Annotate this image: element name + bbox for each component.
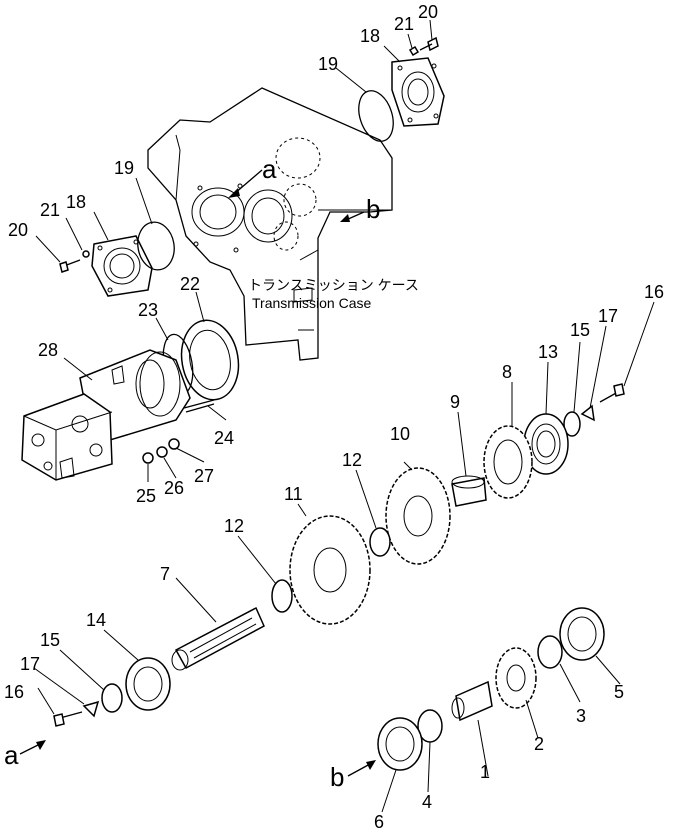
plate-15-right [563,411,581,437]
callout-26: 26 [164,478,184,498]
cover-plate-left [91,235,153,297]
nut-25 [142,452,154,464]
ref-b-bottom: b [330,762,344,792]
bolt-left [59,259,81,273]
callout-21-top: 21 [394,14,414,34]
sleeve-1 [451,680,493,722]
case-label-english: Transmission Case [252,295,372,311]
shaft-7 [171,606,265,671]
cover-plate-top-right [391,57,445,127]
lock-17-left [82,700,100,718]
collar-9 [451,475,487,507]
callout-3: 3 [576,706,586,726]
ref-a-case: a [262,154,277,184]
callout-6: 6 [374,812,384,832]
callout-22: 22 [180,274,200,294]
gear-10 [385,467,451,565]
callout-11: 11 [284,484,303,504]
pump-28 [21,349,191,481]
callout-18-left: 18 [66,192,86,212]
case-label-japanese: トランスミッション ケース [248,277,419,293]
washer-left [82,250,90,258]
callout-5: 5 [614,682,624,702]
callout-14: 14 [86,610,106,630]
callout-8: 8 [502,362,512,382]
callout-4: 4 [422,792,432,812]
stud-24 [183,399,215,409]
callout-25: 25 [136,486,156,506]
callout-numbers: 1 2 3 4 5 6 7 8 9 10 11 12 12 13 14 15 1… [4,2,664,832]
callout-27: 27 [194,466,214,486]
bearing-14 [125,657,171,711]
transmission-case [147,87,393,361]
callout-17-right: 17 [598,306,618,326]
spacer-12-upper [369,527,391,557]
callout-18-top: 18 [360,26,380,46]
callout-12-lower: 12 [224,516,244,536]
callout-15-left: 15 [40,630,60,650]
lock-17-right [580,404,595,422]
callout-28: 28 [38,340,58,360]
gear-8 [483,425,533,499]
callout-19-left: 19 [114,158,134,178]
ref-a-left: a [4,740,19,770]
callout-21-left: 21 [40,200,60,220]
callout-9: 9 [450,392,460,412]
o-ring-top-right [358,90,394,142]
plate-15-left [101,683,123,713]
callout-19-top: 19 [318,54,338,74]
ref-b-case: b [366,194,380,224]
bearing-5 [559,607,605,661]
leader-lines [33,19,655,813]
callout-23: 23 [138,300,158,320]
washer-26 [156,446,168,458]
callout-10: 10 [390,424,410,444]
callout-17-left: 17 [20,654,40,674]
gear-2 [495,647,537,709]
washer-top-right [408,45,420,57]
callout-16-left: 16 [4,682,24,702]
bearing-6 [377,717,423,771]
callout-2: 2 [534,734,544,754]
spacer-12-lower [271,579,293,613]
bolt-top-right [419,36,439,52]
callout-16-right: 16 [644,282,664,302]
shim-22 [180,319,240,401]
callout-15-right: 15 [570,320,590,340]
washer-27 [168,438,180,450]
callout-20-top: 20 [418,2,438,22]
callout-20-left: 20 [8,220,28,240]
callout-1: 1 [480,762,490,782]
gear-11 [289,515,371,625]
bolt-16-right [599,383,625,403]
callout-24: 24 [214,428,234,448]
callout-7: 7 [160,564,170,584]
callout-12-upper: 12 [342,450,362,470]
callout-13: 13 [538,342,558,362]
spacer-3 [537,635,563,669]
bolt-16-left [53,711,83,727]
